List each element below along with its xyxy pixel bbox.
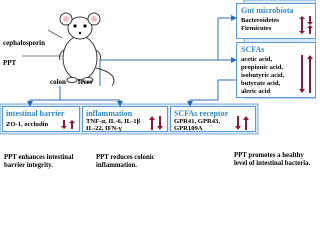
cephalosporin-label: cephalosporin	[3, 39, 46, 47]
intestinal-barrier-box: intestinal barrier ZO-1, occludin	[2, 106, 80, 132]
bacteroidetes-up-arrow	[299, 16, 307, 25]
feces-label: feces	[78, 78, 93, 86]
zo1-occludin-label: ZO-1, occludin	[6, 121, 49, 128]
gpr-line2: GPR109A	[174, 125, 203, 132]
firmicutes-label: Firmicutes	[241, 25, 272, 32]
scfa-item: aleric acid	[241, 88, 271, 95]
rat-illustration	[59, 12, 115, 87]
scfas-box: SCFAs acetic acid, propionic acid, isobu…	[236, 42, 316, 98]
scfas-down-arrow	[299, 55, 307, 93]
scfas-receptor-note: PPT promotes a healthy level of intestin…	[234, 152, 311, 167]
bacteroidetes-down-arrow	[307, 16, 315, 25]
barrier-note: PPT enhances intestinal barrier integrit…	[4, 154, 74, 169]
cytokines-line1: TNF-α, IL-6, IL-1β	[86, 118, 141, 125]
connector-feces	[99, 15, 237, 86]
firmicutes-down-arrow	[299, 25, 307, 34]
intestinal-barrier-title: intestinal barrier	[6, 109, 65, 118]
inflammation-down-arrow	[157, 116, 165, 130]
bacteroidetes-label: Bacteroidetes	[241, 17, 279, 24]
gut-microbiota-box: Gut microbiota Bacteroidetes Firmicutes	[236, 3, 316, 39]
receptor-up-arrow	[243, 116, 251, 130]
cytokines-line2: IL-22, IFN-γ	[86, 125, 122, 132]
scfas-receptor-box: SCFAs receptor GPR41, GPR43, GPR109A	[170, 106, 256, 132]
scfa-item: isobutyric acid,	[241, 72, 285, 79]
scfas-up-arrow	[307, 55, 315, 93]
inflammation-up-arrow	[149, 116, 157, 130]
gpr-line1: GPR41, GPR43,	[174, 118, 220, 125]
colon-label: colon	[50, 78, 66, 86]
inflammation-title: inflammation	[86, 109, 133, 118]
barrier-up-arrow	[69, 120, 77, 129]
drug-arrow	[47, 29, 63, 39]
connector-colon	[27, 86, 61, 107]
scfa-item: butyrate acid,	[241, 80, 281, 87]
gut-microbiota-title: Gut microbiota	[241, 6, 294, 15]
connector-scfas-receptor	[187, 79, 236, 107]
scfa-item: acetic acid,	[241, 56, 273, 63]
receptor-down-arrow	[235, 116, 243, 130]
scfas-title: SCFAs	[241, 45, 265, 54]
scfas-receptor-title: SCFAs receptor	[174, 109, 229, 118]
barrier-down-arrow	[61, 120, 69, 129]
firmicutes-up-arrow	[307, 25, 315, 34]
inflammation-box: inflammation TNF-α, IL-6, IL-1β IL-22, I…	[82, 106, 168, 132]
scfa-item: propionic acid,	[241, 64, 284, 71]
ppt-label: PPT	[3, 59, 17, 67]
inflammation-note: PPT reduces colonic inflammation.	[96, 154, 155, 169]
